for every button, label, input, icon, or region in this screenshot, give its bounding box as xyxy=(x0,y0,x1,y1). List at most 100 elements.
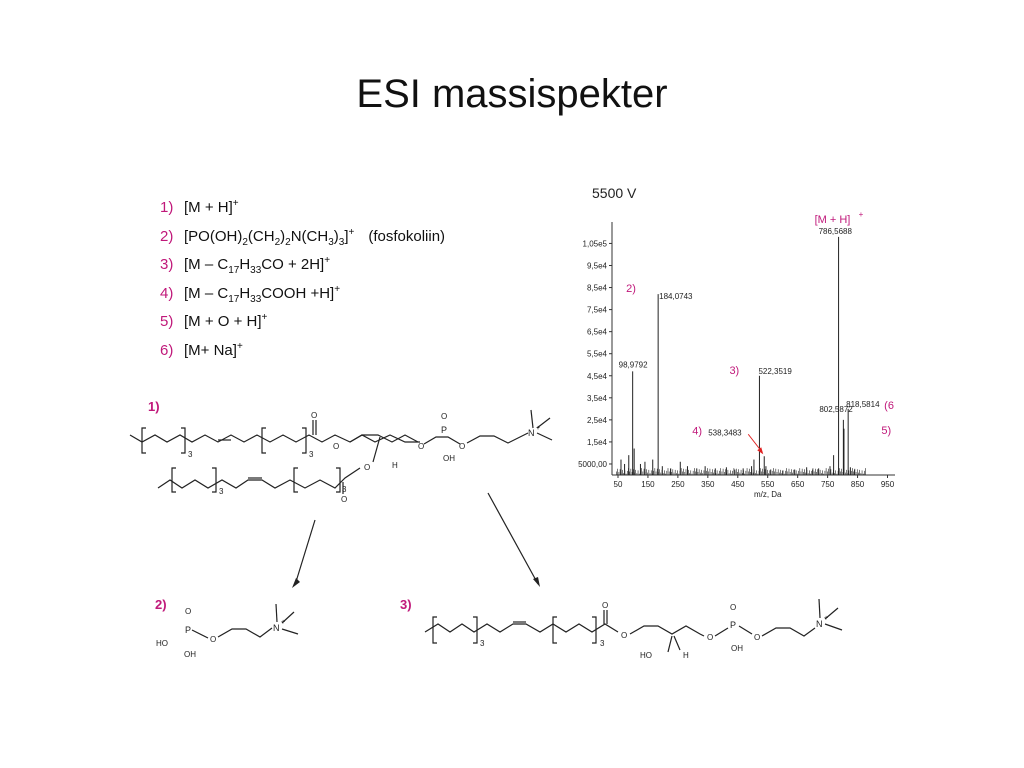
ion-number: 1) xyxy=(160,199,174,216)
ion-formula-part: + xyxy=(236,340,243,352)
ion-formula: [M + O + H]+ xyxy=(184,304,267,337)
ion-formula: [M – C17H33CO + 2H]+ xyxy=(184,247,330,286)
structure-1-label: 1) xyxy=(148,399,160,414)
structure-1-atom: H xyxy=(392,461,398,470)
structure-3-atom: O xyxy=(754,633,760,642)
structure-3-atom: P xyxy=(730,620,736,630)
annotation-label: 5) xyxy=(881,425,891,437)
y-tick-label: 5,5e4 xyxy=(587,350,608,359)
structure-3-label: 3) xyxy=(400,597,412,612)
x-tick-label: 550 xyxy=(761,480,775,489)
ion-formula-part: ) xyxy=(280,227,286,245)
ion-item: 5)[M + O + H]+ xyxy=(160,304,445,333)
x-tick-label: 950 xyxy=(881,480,895,489)
annotation-value: 802,5872 xyxy=(819,405,853,414)
structure-3-subscript: 3 xyxy=(480,639,485,648)
ion-formula-part: [M – C xyxy=(184,284,229,302)
annotation-value: 818,5814 xyxy=(846,400,880,409)
y-tick-label: 8,5e4 xyxy=(587,284,608,293)
mass-spectrum-chart: 5500 V5000,001,5e42,5e43,5e44,5e45,5e46,… xyxy=(578,185,895,499)
ion-formula-part: 3 xyxy=(338,236,345,248)
structure-3-atom: HO xyxy=(640,651,652,660)
annotation-label: 2) xyxy=(626,283,636,295)
ion-formula-part: + xyxy=(261,312,268,323)
annotation-label: [M + H] xyxy=(815,214,851,226)
y-tick-label: 7,5e4 xyxy=(587,306,608,315)
annotation-sup: + xyxy=(859,210,864,219)
structure-3-chain xyxy=(424,623,619,633)
structure-3-atom: O xyxy=(621,631,627,640)
x-tick-label: 50 xyxy=(614,480,623,489)
ion-formula-part: H xyxy=(239,284,251,302)
ion-formula-part: COOH +H] xyxy=(261,284,335,302)
ion-note: (fosfokoliin) xyxy=(368,227,446,245)
structure-2-label: 2) xyxy=(155,597,167,612)
structure-3-atom: O xyxy=(730,603,736,612)
arrow-to-structure-3 xyxy=(487,492,539,585)
structure-1-atom: O xyxy=(459,442,465,451)
ion-item: 4)[M – C17H33COOH +H]+ xyxy=(160,276,445,305)
annotation-label: 3) xyxy=(729,365,739,377)
annotation-label: (6 xyxy=(884,400,894,412)
ion-formula-part: 33 xyxy=(250,293,262,305)
page-title: ESI massispekter xyxy=(356,72,668,116)
structure-3-atom: N xyxy=(816,619,823,629)
ion-number: 5) xyxy=(160,313,174,330)
arrow-head xyxy=(533,577,540,587)
structure-1-atom: O xyxy=(364,463,370,472)
x-tick-label: 450 xyxy=(731,480,745,489)
y-tick-label: 9,5e4 xyxy=(587,261,608,270)
ion-item: 1)[M + H]+ xyxy=(160,190,445,219)
ion-item: 2)[PO(OH)2(CH2)2N(CH3)3]+ (fosfokoliin) xyxy=(160,219,445,248)
structure-1-atom: O xyxy=(333,442,339,451)
annotation-value: 184,0743 xyxy=(659,292,693,301)
structure-3-atom: O xyxy=(707,633,713,642)
ion-formula: [M+ Na]+ xyxy=(184,333,243,366)
ion-formula-part: 17 xyxy=(228,293,240,305)
structure-1-subscript: 3 xyxy=(342,485,347,494)
annotation-arrow-head xyxy=(757,447,764,455)
x-tick-label: 150 xyxy=(641,480,655,489)
structure-3-atom: OH xyxy=(731,644,743,653)
ion-number: 4) xyxy=(160,284,174,302)
y-tick-label: 6,5e4 xyxy=(587,328,608,337)
structure-2-atom: OH xyxy=(184,650,196,659)
ion-formula: [M + H]+ xyxy=(184,190,239,223)
ion-number: 2) xyxy=(160,227,174,245)
structure-3-atom: H xyxy=(683,651,689,660)
ion-formula-part: (CH xyxy=(247,227,275,245)
ion-formula-part: N(CH xyxy=(290,227,329,245)
ion-formula-part: [M + H] xyxy=(184,199,233,216)
ion-formula-part: 33 xyxy=(250,265,262,276)
ion-formula-part: 3 xyxy=(328,236,334,248)
annotation-label: 4) xyxy=(692,425,702,437)
structure-1-atom: O xyxy=(341,495,347,504)
y-tick-label: 4,5e4 xyxy=(587,372,608,381)
x-tick-label: 350 xyxy=(701,480,715,489)
structure-1-subscript: 3 xyxy=(309,450,314,459)
annotation-value: 538,3483 xyxy=(708,428,742,437)
ion-formula-part: + xyxy=(348,226,355,238)
ion-formula-part: + xyxy=(324,255,331,266)
structure-1-atom: O xyxy=(418,442,424,451)
y-tick-label: 1,05e5 xyxy=(583,239,608,248)
annotation-value: 522,3519 xyxy=(758,367,792,376)
x-tick-label: 750 xyxy=(821,480,835,489)
structure-1-atom: P xyxy=(441,425,447,435)
structure-2-atom: P xyxy=(185,625,191,635)
structure-1-top-chain xyxy=(129,434,420,443)
annotation-value: 98,9792 xyxy=(619,360,648,369)
ion-formula-part: ) xyxy=(333,227,339,245)
x-axis-label: m/z, Da xyxy=(754,490,782,499)
y-tick-label: 5000,00 xyxy=(578,460,607,469)
x-tick-label: 250 xyxy=(671,480,685,489)
ion-formula: [M – C17H33COOH +H]+ xyxy=(184,276,340,315)
structure-2-atom: O xyxy=(185,607,191,616)
structure-1-subscript: 3 xyxy=(188,450,193,459)
ion-formula-part: 17 xyxy=(228,265,240,276)
ion-number: 6) xyxy=(160,341,174,359)
x-tick-label: 850 xyxy=(851,480,865,489)
ion-number: 3) xyxy=(160,256,174,273)
annotation-value: 786,5688 xyxy=(819,227,853,236)
